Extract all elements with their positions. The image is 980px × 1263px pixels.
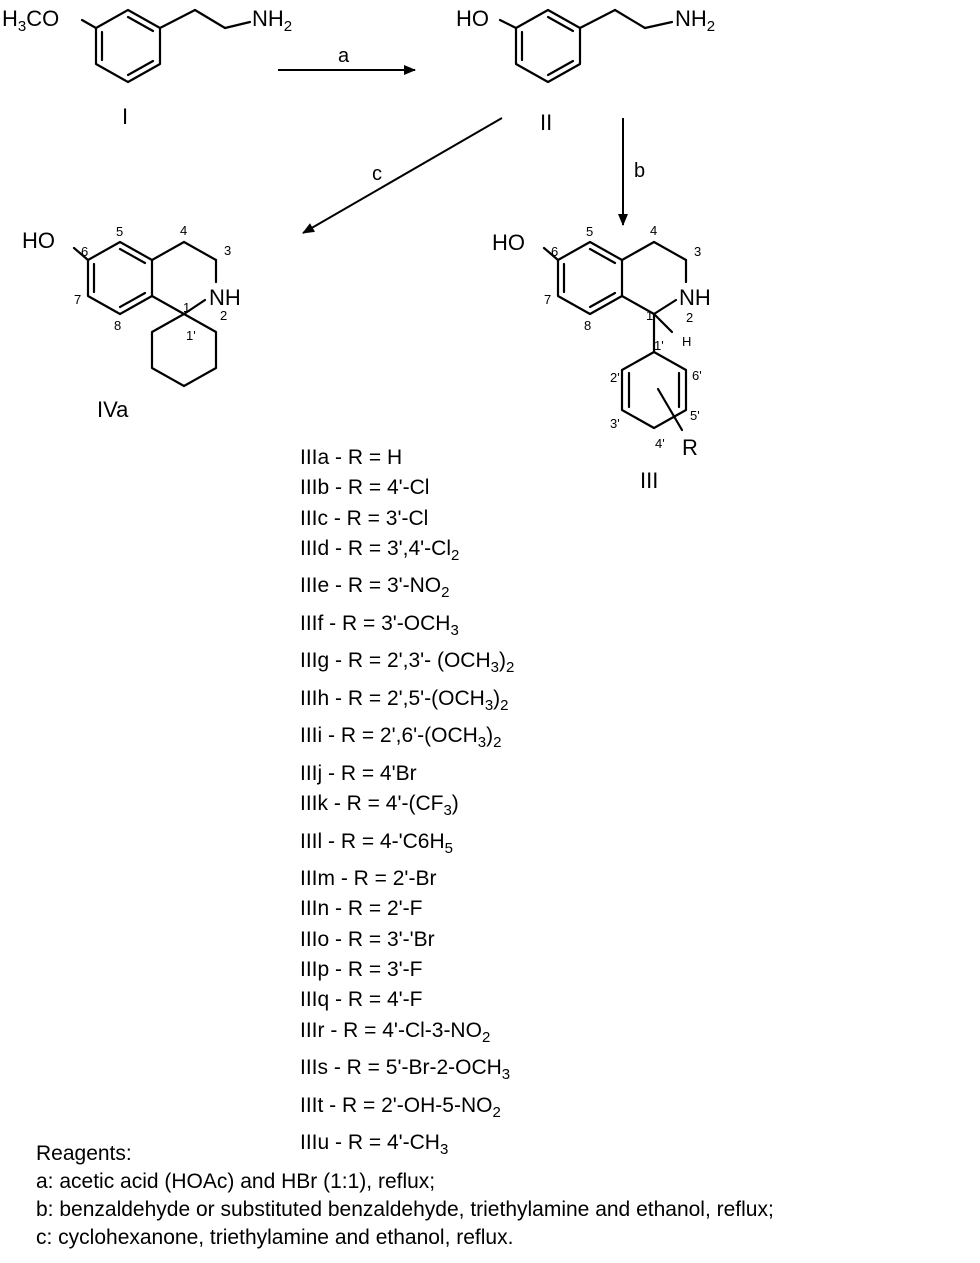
- iii-position-4p: 4': [655, 436, 665, 451]
- iii-position-8: 8: [584, 318, 591, 333]
- substituent-item: IIIj - R = 4'Br: [300, 761, 417, 785]
- substituent-item: IIIn - R = 2'-F: [300, 897, 423, 921]
- substituent-item: IIIb - R = 4'-Cl: [300, 476, 430, 500]
- iva-position-5: 5: [116, 224, 123, 239]
- iva-position-6: 6: [81, 244, 88, 259]
- compound-ii-structure: [498, 8, 674, 84]
- iii-position-6p: 6': [692, 368, 702, 383]
- substituent-item: IIIl - R = 4-'C6H5: [300, 829, 453, 857]
- substituent-item: IIId - R = 3',4'-Cl2: [300, 536, 460, 565]
- compound-i-substituent: H3CO: [2, 6, 59, 35]
- reagents-block: Reagents: a: acetic acid (HOAc) and HBr …: [36, 1140, 774, 1252]
- substituent-item: IIIq - R = 4'-F: [300, 988, 423, 1012]
- arrow-a-label: a: [338, 45, 350, 67]
- substituent-item: IIIk - R = 4'-(CF3): [300, 792, 459, 820]
- iii-position-2: 2: [686, 310, 693, 325]
- substituent-item: IIIh - R = 2',5'-(OCH3)2: [300, 686, 509, 715]
- iii-position-2p: 2': [610, 370, 620, 385]
- iii-position-5: 5: [586, 224, 593, 239]
- substituent-item: IIIr - R = 4'-Cl-3-NO2: [300, 1018, 491, 1046]
- compound-iva-label: IVa: [97, 397, 129, 422]
- substituent-item: IIIg - R = 2',3'- (OCH3)2: [300, 649, 515, 677]
- substituent-item: IIIt - R = 2'-OH-5-NO2: [300, 1093, 501, 1121]
- reaction-scheme: a b c H3CO NH2 I HO NH2 II HO NH 1 1' 2 …: [2, 6, 715, 493]
- substituent-item: IIIf - R = 3'-OCH3: [300, 611, 459, 640]
- compound-ii-label: II: [540, 110, 552, 135]
- compound-iii-substituent: HO: [492, 230, 525, 255]
- iva-position-3: 3: [224, 243, 231, 258]
- substituent-item: IIIs - R = 5'-Br-2-OCH3: [300, 1056, 511, 1084]
- compound-i-amine: NH2: [252, 6, 292, 35]
- compound-iii-amine: NH: [679, 285, 711, 310]
- iii-position-7: 7: [544, 292, 551, 307]
- iva-position-2: 2: [220, 308, 227, 323]
- reagent-a: a: acetic acid (HOAc) and HBr (1:1), ref…: [36, 1170, 436, 1193]
- iii-position-1p: 1': [654, 338, 664, 353]
- iva-position-4: 4: [180, 223, 187, 238]
- arrow-b-label: b: [634, 160, 645, 182]
- reaction-arrows: [278, 65, 628, 234]
- substituent-item: IIIo - R = 3'-'Br: [300, 927, 435, 951]
- compound-iva-substituent: HO: [22, 228, 55, 253]
- iii-position-6: 6: [551, 244, 558, 259]
- compound-iii-hydrogen: H: [682, 334, 691, 349]
- compound-iva-amine: NH: [209, 285, 241, 310]
- compound-iii-label: III: [640, 468, 658, 493]
- iva-position-8: 8: [114, 318, 121, 333]
- compound-ii-amine: NH2: [675, 6, 715, 35]
- substituent-item: IIIi - R = 2',6'-(OCH3)2: [300, 724, 502, 752]
- substituent-item: IIIc - R = 3'-Cl: [300, 506, 429, 530]
- iva-position-1p: 1': [186, 328, 196, 343]
- iii-position-3p: 3': [610, 416, 620, 431]
- iii-position-1: 1: [646, 308, 653, 323]
- compound-iii-structure: [542, 240, 688, 432]
- compound-ii-substituent: HO: [456, 6, 489, 31]
- substituent-item: IIIa - R = H: [300, 446, 403, 469]
- substituent-item: IIIu - R = 4'-CH3: [300, 1131, 449, 1159]
- compound-iii-r-group: R: [682, 435, 698, 460]
- reagent-b: b: benzaldehyde or substituted benzaldeh…: [36, 1198, 774, 1221]
- compound-i-structure: [80, 8, 252, 84]
- compound-iva-structure: [72, 240, 218, 388]
- iii-position-3: 3: [694, 244, 701, 259]
- reagents-heading: Reagents:: [36, 1142, 132, 1165]
- reagent-c: c: cyclohexanone, triethylamine and etha…: [36, 1226, 514, 1249]
- substituent-item: IIIe - R = 3'-NO2: [300, 574, 450, 602]
- iva-position-1: 1: [183, 300, 190, 315]
- iii-position-5p: 5': [690, 408, 700, 423]
- arrow-c: [302, 117, 503, 234]
- iii-position-4: 4: [650, 223, 657, 238]
- substituent-item: IIIp - R = 3'-F: [300, 957, 423, 981]
- iva-position-7: 7: [74, 292, 81, 307]
- arrow-c-label: c: [372, 163, 382, 185]
- substituent-item: IIIm - R = 2'-Br: [300, 867, 437, 891]
- compound-i-label: I: [122, 104, 128, 129]
